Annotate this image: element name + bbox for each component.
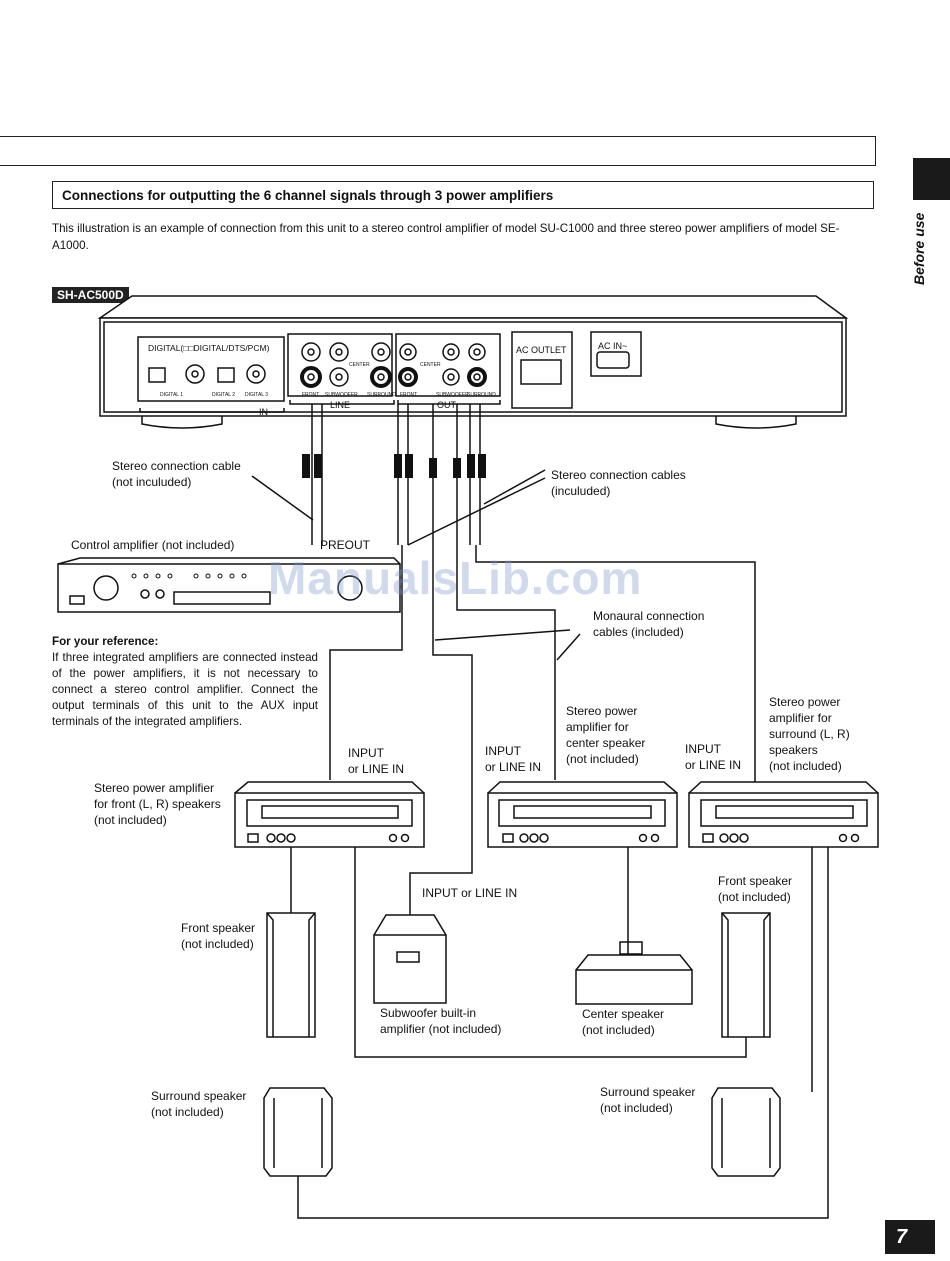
input-label-surround: INPUT or LINE IN bbox=[685, 742, 742, 772]
front-speaker-left bbox=[266, 912, 316, 1038]
out-label: OUT bbox=[437, 400, 456, 410]
digital-block bbox=[137, 336, 285, 402]
center-amp-top bbox=[487, 781, 678, 794]
input-label-center: INPUT or LINE IN bbox=[485, 744, 542, 774]
center-speaker-label: Center speaker (not included) bbox=[582, 1007, 665, 1037]
wire-to-front-amp bbox=[329, 545, 403, 780]
wire-front-right-speaker bbox=[354, 847, 747, 1058]
center-label-out: CENTER bbox=[420, 362, 441, 368]
reference-note: For your reference: If three integrated … bbox=[52, 634, 318, 730]
surround-amp-label: Stereo power amplifier for surround (L, … bbox=[769, 695, 850, 773]
section-title: Connections for outputting the 6 channel… bbox=[52, 181, 874, 209]
ac-outlet bbox=[511, 331, 573, 409]
ac-in bbox=[590, 331, 642, 377]
ac-outlet-label: AC OUTLET bbox=[516, 345, 567, 355]
center-power-amplifier bbox=[487, 792, 678, 848]
header-rule bbox=[0, 136, 876, 166]
digital1-jack bbox=[148, 367, 166, 383]
subwoofer bbox=[373, 934, 447, 1004]
front-amp-label: Stereo power amplifier for front (L, R) … bbox=[94, 781, 221, 827]
unit-foot-right bbox=[715, 416, 797, 429]
side-tab bbox=[913, 158, 950, 200]
digital-label: DIGITAL(□□DIGITAL/DTS/PCM) bbox=[148, 343, 270, 353]
jack-front-in: FRONT bbox=[302, 392, 320, 398]
jack-sur-out: SURROUND bbox=[467, 392, 496, 398]
plugs bbox=[302, 454, 486, 478]
jack-sub-in: SUBWOOFER bbox=[325, 392, 358, 398]
surround-right-label: Surround speaker (not included) bbox=[600, 1085, 696, 1115]
front-speaker-right-label: Front speaker (not included) bbox=[718, 874, 793, 904]
surround-speaker-left bbox=[263, 1087, 333, 1177]
in-label: IN bbox=[259, 407, 268, 417]
surround-amp-top bbox=[688, 781, 879, 794]
center-label-in: CENTER bbox=[349, 362, 370, 368]
wire-surround-left bbox=[297, 847, 829, 1219]
front-speaker-right bbox=[721, 912, 771, 1038]
line-out-block bbox=[395, 333, 501, 397]
jack-front-out: FRONT bbox=[400, 392, 418, 398]
line-in-block bbox=[287, 333, 393, 397]
control-amp-knob-right bbox=[337, 575, 363, 601]
stereo-cables-label: Stereo connection cables (inculuded) bbox=[551, 468, 686, 498]
model-badge: SH-AC500D bbox=[52, 287, 129, 303]
jack-sub-out: SUBWOOFER bbox=[436, 392, 469, 398]
reference-text: If three integrated amplifiers are conne… bbox=[52, 651, 318, 728]
digital3-label: DIGITAL 3 bbox=[245, 392, 269, 398]
stereo-cable-label: Stereo connection cable (not inculuded) bbox=[112, 459, 241, 489]
watermark: ManualsLib.com bbox=[268, 552, 643, 604]
digital3-jack bbox=[217, 367, 235, 383]
line-label: LINE bbox=[330, 400, 351, 410]
jack-sur-in: SURROUND bbox=[367, 392, 396, 398]
reference-title: For your reference: bbox=[52, 635, 159, 648]
surround-power-amplifier bbox=[688, 792, 879, 848]
preout-label: PREOUT bbox=[320, 538, 371, 552]
control-amp-knob-left bbox=[93, 575, 119, 601]
wire-to-center-amp bbox=[456, 545, 556, 780]
page-number: 7 bbox=[885, 1220, 935, 1254]
control-amp-label: Control amplifier (not included) bbox=[71, 538, 235, 552]
control-amp-top bbox=[57, 557, 401, 565]
ac-in-label: AC IN~ bbox=[598, 341, 628, 351]
front-amp-top bbox=[234, 781, 425, 794]
surround-speaker-right bbox=[711, 1087, 781, 1177]
center-amp-label: Stereo power amplifier for center speake… bbox=[566, 704, 646, 766]
digital1-label: DIGITAL 1 bbox=[160, 392, 184, 398]
wire-to-surround-amp bbox=[475, 545, 756, 782]
intro-text: This illustration is an example of conne… bbox=[52, 222, 840, 252]
input-label-subwoofer: INPUT or LINE IN bbox=[422, 886, 518, 900]
input-label-front: INPUT or LINE IN bbox=[348, 746, 405, 776]
wire-to-subwoofer bbox=[409, 545, 473, 915]
monaural-cables-label: Monaural connection cables (included) bbox=[593, 609, 705, 639]
arrow bbox=[483, 469, 546, 505]
subwoofer-label: Subwoofer built-in amplifier (not includ… bbox=[380, 1006, 502, 1036]
surround-left-label: Surround speaker (not included) bbox=[151, 1089, 247, 1119]
unit-top-panel bbox=[97, 295, 849, 319]
front-speaker-left-label: Front speaker (not included) bbox=[181, 921, 256, 951]
digital2-label: DIGITAL 2 bbox=[212, 392, 236, 398]
digital2-jack bbox=[185, 364, 205, 384]
center-speaker bbox=[575, 969, 693, 1005]
unit-foot-left bbox=[141, 416, 223, 429]
